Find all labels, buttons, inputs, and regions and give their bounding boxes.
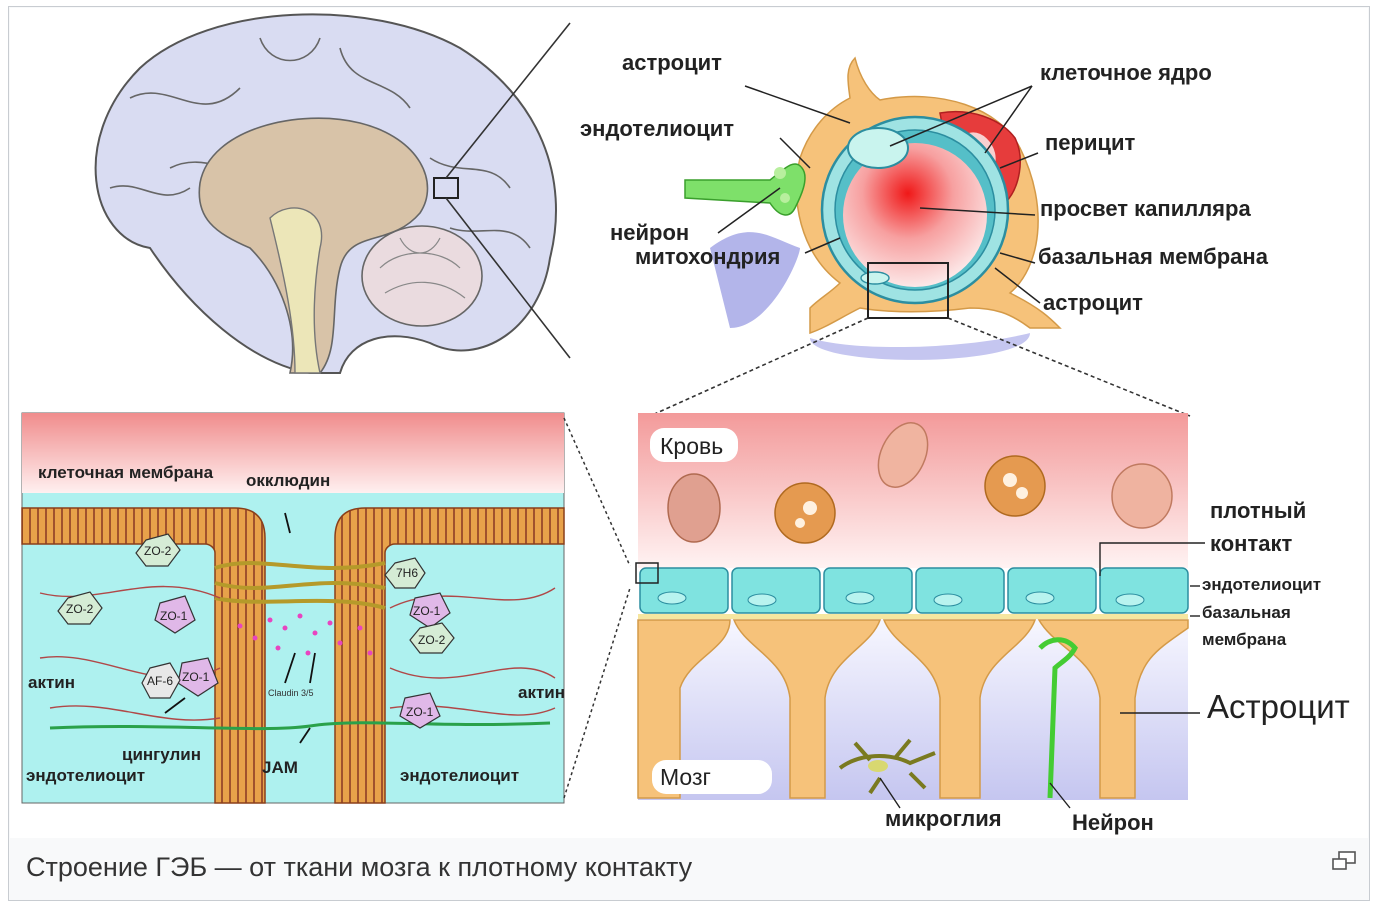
brain-sagittal-section <box>96 14 570 373</box>
label-zo1-a: ZO-1 <box>160 609 188 623</box>
label-af6: AF-6 <box>147 674 173 688</box>
label-zo2-a: ZO-2 <box>144 544 172 558</box>
label-cell-membrane: клеточная мембрана <box>38 463 214 482</box>
label-blood: Кровь <box>660 433 723 459</box>
label-claudin: Claudin 3/5 <box>268 688 314 698</box>
label-actin-right: актин <box>518 683 565 702</box>
label-astrocyte-top: астроцит <box>622 50 722 75</box>
label-pericyte: перицит <box>1045 130 1136 155</box>
label-tight-contact-line2: контакт <box>1210 531 1292 556</box>
label-occludin: окклюдин <box>246 471 330 490</box>
label-cingulin: цингулин <box>122 745 201 764</box>
label-basal-line2: мембрана <box>1202 630 1287 649</box>
label-zo2-b: ZO-2 <box>66 602 94 616</box>
label-brain: Мозг <box>660 764 711 790</box>
label-barrier-endotheliocyte: эндотелиоцит <box>1202 575 1321 594</box>
label-tight-contact-line1: плотный <box>1210 498 1306 523</box>
label-7h6: 7H6 <box>396 566 418 580</box>
bbb-diagram: астроцит эндотелиоцит нейрон митохондрия… <box>10 8 1368 838</box>
barrier-panel: Кровь Мозг плотный контакт эндотелиоцит … <box>636 413 1350 835</box>
label-endotheliocyte-left: эндотелиоцит <box>26 766 145 785</box>
label-cell-nucleus: клеточное ядро <box>1040 60 1212 85</box>
label-microglia: микроглия <box>885 806 1002 831</box>
label-capillary-lumen: просвет капилляра <box>1040 196 1251 221</box>
label-actin-left: актин <box>28 673 75 692</box>
label-endotheliocyte-right: эндотелиоцит <box>400 766 519 785</box>
label-mitochondria: митохондрия <box>635 244 780 269</box>
label-basal-line1: базальная <box>1202 603 1291 622</box>
label-endotheliocyte: эндотелиоцит <box>580 116 734 141</box>
label-neuron: нейрон <box>610 220 689 245</box>
label-zo1-b: ZO-1 <box>413 604 441 618</box>
label-jam: JAM <box>262 758 298 777</box>
label-astrocyte-large: Астроцит <box>1207 688 1350 725</box>
magnify-clip-icon[interactable] <box>1330 850 1358 872</box>
label-zo2-c: ZO-2 <box>418 633 446 647</box>
label-barrier-neuron: Нейрон <box>1072 810 1154 835</box>
label-zo1-c: ZO-1 <box>182 670 210 684</box>
label-zo1-d: ZO-1 <box>406 705 434 719</box>
label-astrocyte-bottom: астроцит <box>1043 290 1143 315</box>
capillary-cross-section: астроцит эндотелиоцит нейрон митохондрия… <box>580 50 1269 416</box>
tight-junction-panel: ZO-2 ZO-2 ZO-2 ZO-1 ZO-1 ZO-1 ZO-1 AF-6 … <box>22 413 630 803</box>
figure-caption: Строение ГЭБ — от ткани мозга к плотному… <box>26 852 692 883</box>
label-basal-membrane: базальная мембрана <box>1038 244 1269 269</box>
